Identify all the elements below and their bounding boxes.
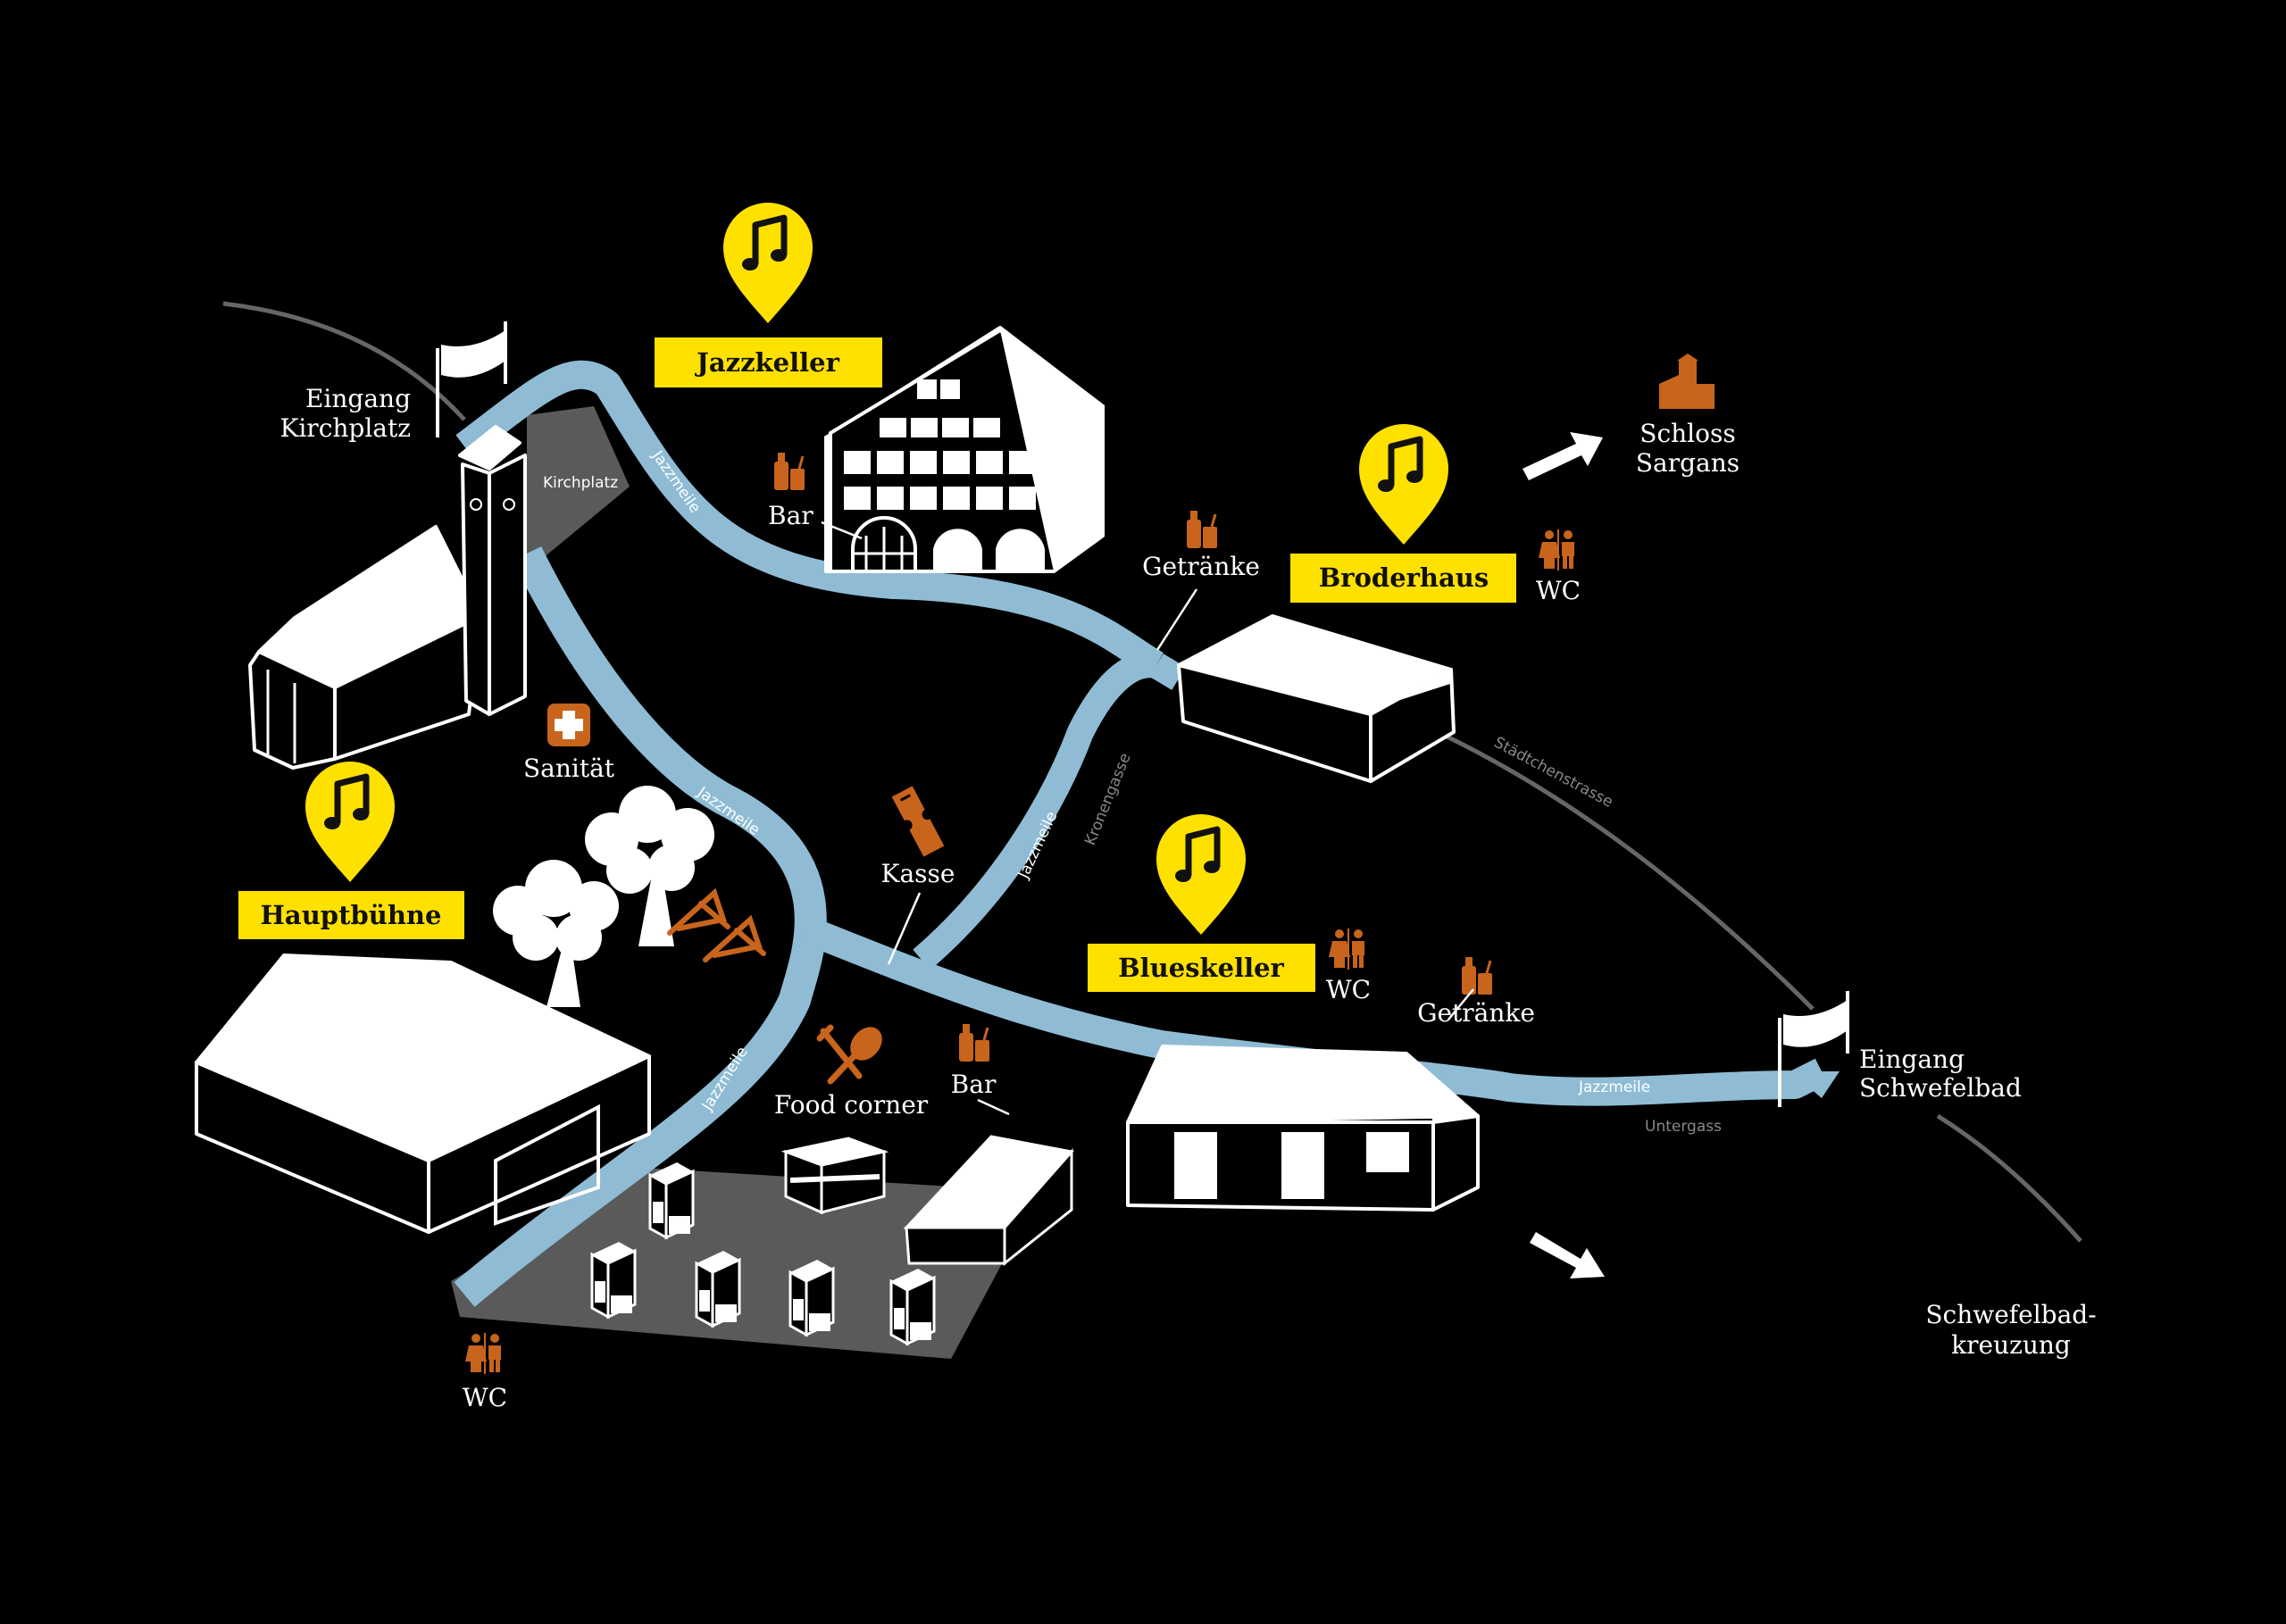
label-eingang-kirchplatz: Eingang — [305, 384, 411, 413]
venue-blueskeller-badge[interactable] — [1088, 944, 1315, 992]
toilet-icon — [1328, 928, 1365, 970]
jazzkeller-building — [824, 326, 1105, 573]
drinks-icon — [772, 451, 806, 492]
music-pin-icon — [305, 762, 395, 882]
deckchair-icon — [667, 887, 766, 962]
streets-grey — [222, 301, 2082, 1243]
street-untergass: Untergass — [1645, 1118, 1722, 1136]
label-bar-top: Bar — [768, 501, 813, 530]
arrow-icon — [1523, 432, 1605, 1278]
hauptbuehne-building — [195, 954, 651, 1234]
toilet-icon — [464, 1332, 502, 1375]
broderhaus-building — [1177, 614, 1456, 783]
venue-hauptbuehne[interactable]: Hauptbühne — [261, 900, 442, 930]
street-jazzmeile-5: Jazzmeile — [1578, 1079, 1650, 1096]
venue-blueskeller[interactable]: Blueskeller — [1118, 953, 1284, 983]
label-eingang-kirchplatz-2: Kirchplatz — [279, 413, 411, 443]
music-pin-icon — [1359, 424, 1448, 545]
label-schloss: Schloss — [1639, 419, 1735, 448]
food-stalls — [590, 1135, 1074, 1345]
street-kronengasse: Kronengasse — [1081, 751, 1135, 848]
drinks-icon — [1460, 955, 1494, 996]
drinks-icon — [957, 1022, 991, 1063]
drinks-icon — [1185, 509, 1219, 550]
label-kasse: Kasse — [881, 859, 955, 888]
label-eingang-schwefelbad: Eingang — [1859, 1045, 1965, 1074]
food-icon — [816, 1024, 882, 1085]
label-bar-bottom: Bar — [951, 1070, 997, 1099]
venue-hauptbuehne-badge[interactable] — [238, 891, 464, 939]
label-schwefelbad-kreuzung-2: kreuzung — [1951, 1330, 2071, 1360]
venue-broderhaus-badge[interactable] — [1290, 554, 1516, 603]
first-aid-icon — [547, 704, 590, 746]
label-eingang-schwefelbad-2: Schwefelbad — [1859, 1073, 2022, 1103]
label-kirchplatz: Kirchplatz — [543, 474, 618, 492]
label-wc-bottom: WC — [463, 1383, 507, 1412]
trees — [493, 786, 714, 1007]
venue-jazzkeller[interactable]: Jazzkeller — [694, 347, 839, 378]
pointer-lines — [821, 521, 1474, 1116]
label-wc-blueskeller: WC — [1326, 975, 1371, 1004]
venue-broderhaus[interactable]: Broderhaus — [1319, 562, 1489, 593]
ticket-icon — [891, 786, 945, 857]
church — [248, 425, 527, 770]
label-wc-broderhaus: WC — [1536, 576, 1581, 605]
label-getraenke-top: Getränke — [1142, 552, 1260, 581]
venue-jazzkeller-badge[interactable] — [655, 337, 882, 387]
castle-icon — [1659, 354, 1714, 409]
label-sanitaet: Sanität — [523, 754, 615, 783]
label-food-corner: Food corner — [774, 1090, 929, 1120]
toilet-icon — [1538, 529, 1575, 571]
label-schwefelbad-kreuzung: Schwefelbad- — [1925, 1300, 2096, 1329]
kirchplatz-area — [527, 406, 630, 571]
label-getraenke-bottom: Getränke — [1417, 998, 1535, 1028]
music-pin-icon — [1156, 814, 1246, 935]
music-pin-icon — [723, 203, 813, 323]
blueskeller-building — [1126, 1045, 1480, 1212]
label-sargans: Sargans — [1636, 448, 1740, 478]
